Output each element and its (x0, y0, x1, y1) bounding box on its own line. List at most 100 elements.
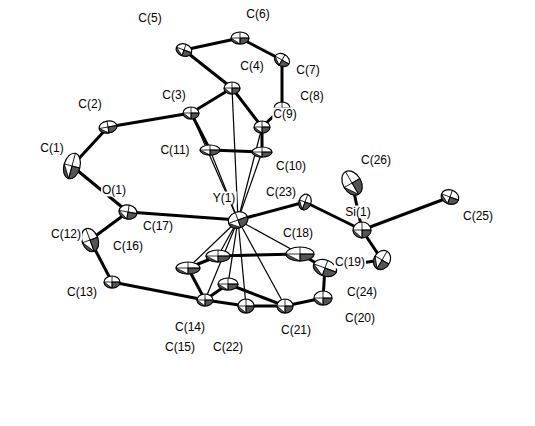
ellipsoid-outline (174, 42, 193, 59)
ellipsoid-outline (238, 299, 254, 313)
ellipsoid-outline (218, 278, 238, 290)
atom-label: C(22) (212, 341, 244, 354)
atom-label: C(12) (50, 228, 82, 241)
atom-label: C(19) (334, 256, 366, 269)
atom-label: C(15) (164, 341, 196, 354)
atom-ellipsoid (206, 250, 230, 262)
atom-ellipsoid (370, 247, 394, 272)
bond (108, 113, 191, 127)
principal-axes (272, 51, 292, 69)
atom-label: C(25) (462, 210, 494, 223)
ellipsoid-outline (254, 121, 270, 133)
atom-label: C(23) (265, 186, 297, 199)
atom-label: C(10) (275, 160, 307, 173)
principal-axes (252, 147, 272, 157)
atom-label: C(1) (39, 142, 64, 155)
metal-bond (238, 127, 262, 220)
bond (281, 60, 284, 108)
bond (232, 88, 262, 127)
ellipsoid-outline (252, 147, 272, 157)
principal-axes (224, 82, 240, 94)
ellipsoid-outline (206, 250, 230, 262)
ellipsoid-outline (272, 51, 292, 69)
bond (72, 166, 128, 212)
principal-axes (314, 291, 332, 305)
atom-label: C(14) (174, 321, 206, 334)
ellipsoid-outline (61, 151, 83, 180)
atom-ellipsoid (226, 209, 250, 231)
ellipsoid-outline (277, 299, 293, 313)
atom-ellipsoid (218, 278, 238, 290)
principal-axes (118, 204, 138, 221)
atom-ellipsoid (61, 151, 83, 180)
atom-ellipsoid (353, 222, 371, 238)
atom-label: C(21) (280, 324, 312, 337)
atom-ellipsoid (286, 247, 314, 261)
atom-ellipsoid (98, 120, 118, 135)
atom-label: O(1) (101, 184, 127, 197)
ellipsoid-outline (104, 276, 120, 288)
atom-ellipsoid (197, 294, 213, 306)
atom-label: C(6) (245, 8, 270, 21)
atom-label: C(8) (299, 90, 324, 103)
atom-label: C(24) (346, 286, 378, 299)
atom-ellipsoid (174, 42, 193, 59)
atom-label: C(11) (159, 144, 190, 157)
bond (184, 50, 232, 88)
atom-ellipsoid (238, 299, 254, 313)
ellipsoid-outline (200, 145, 220, 155)
atom-label: C(7) (295, 64, 320, 77)
ellipsoid-outline (176, 262, 200, 274)
atom-ellipsoid (176, 262, 200, 274)
atom-label: C(16) (112, 240, 144, 253)
ellipsoid-outline (338, 167, 367, 199)
atom-label: C(17) (142, 220, 174, 233)
atom-label: C(3) (161, 89, 186, 102)
metal-bond (238, 220, 246, 306)
atom-ellipsoid (183, 107, 199, 119)
atom-ellipsoid (314, 291, 332, 305)
atom-ellipsoid (338, 167, 367, 199)
bond (362, 197, 450, 230)
ellipsoid-outline (98, 120, 118, 135)
principal-axes (231, 32, 249, 44)
principal-axes (206, 250, 230, 262)
ellipsoid-outline (297, 192, 314, 211)
ellipsoid-outline (226, 209, 250, 231)
principal-axes (183, 107, 199, 119)
principal-axes (297, 192, 314, 211)
atom-ellipsoid (231, 32, 249, 44)
atom-ellipsoid (272, 51, 292, 69)
atom-label: Si(1) (344, 206, 371, 219)
atom-ellipsoid (200, 145, 220, 155)
atom-ellipsoid (297, 192, 314, 211)
bond (112, 282, 205, 300)
principal-axes (226, 209, 250, 231)
metal-bond (238, 220, 285, 306)
atom-label: C(2) (77, 98, 102, 111)
principal-axes (197, 294, 213, 306)
atom-ellipsoid (254, 121, 270, 133)
principal-axes (238, 299, 254, 313)
ellipsoid-outline (231, 32, 249, 44)
atom-label: C(9) (272, 108, 297, 121)
atom-label: Y(1) (212, 192, 237, 205)
atom-ellipsoid (277, 299, 293, 313)
atom-label: C(4) (239, 60, 264, 73)
ellipsoid-outline (439, 187, 461, 206)
atom-label: C(13) (66, 286, 98, 299)
ellipsoid-outline (314, 291, 332, 305)
ellipsoid-outline (183, 107, 199, 119)
principal-axes (61, 151, 83, 180)
atom-label: C(5) (137, 12, 162, 25)
principal-axes (439, 187, 461, 206)
metal-bond (188, 220, 238, 268)
ellipsoid-outline (118, 204, 138, 221)
atom-label: C(20) (344, 312, 376, 325)
atom-label: C(26) (360, 154, 392, 167)
ellipsoid-outline (370, 247, 394, 272)
metal-bond (210, 150, 238, 220)
principal-axes (338, 167, 367, 199)
ellipsoid-outline (286, 247, 314, 261)
